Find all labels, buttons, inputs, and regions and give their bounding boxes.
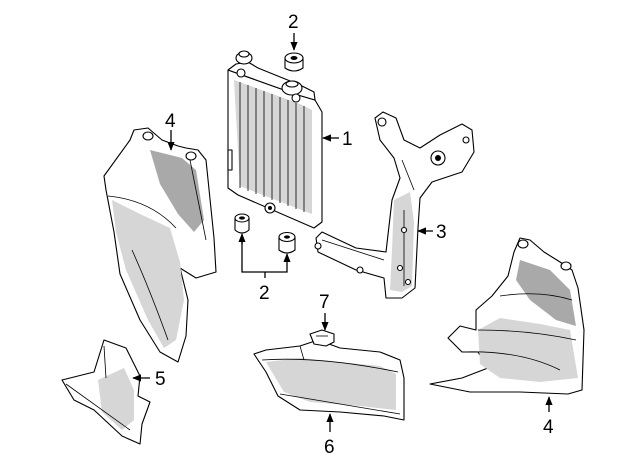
mount-bushing-right xyxy=(278,231,296,254)
callout-5: 5 xyxy=(155,369,166,390)
radiator-part xyxy=(227,50,323,229)
callout-1: 1 xyxy=(342,129,353,150)
mount-bushing-top xyxy=(284,52,304,72)
lower-deflector-part xyxy=(61,339,151,445)
callout-4-right: 4 xyxy=(543,417,554,438)
leader-lines xyxy=(132,33,553,432)
air-duct-left xyxy=(103,127,217,363)
callout-6: 6 xyxy=(324,437,335,458)
mount-bushing-left xyxy=(234,213,250,234)
air-duct-right xyxy=(429,237,585,395)
callout-2-top: 2 xyxy=(288,12,299,33)
callout-2-bottom: 2 xyxy=(259,283,270,304)
bracket-part xyxy=(314,111,475,299)
air-guide-part xyxy=(253,339,405,421)
clip-part xyxy=(309,329,335,347)
callout-7: 7 xyxy=(319,292,330,313)
callout-3: 3 xyxy=(436,222,447,243)
callout-4-left: 4 xyxy=(165,111,176,132)
